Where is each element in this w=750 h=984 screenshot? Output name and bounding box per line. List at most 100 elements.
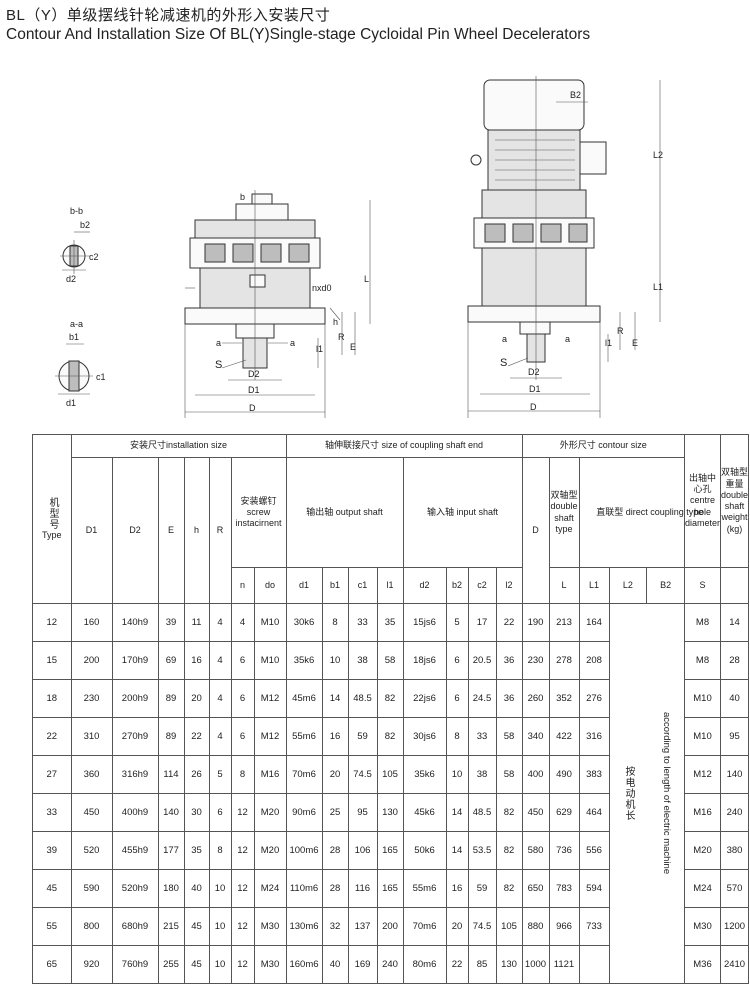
table-cell: 95	[347, 793, 378, 832]
table-cell: 594	[578, 869, 610, 908]
table-cell: 74.5	[467, 907, 497, 946]
table-cell: 12	[230, 869, 255, 908]
direct-coupling-front-view: B2 L2 L1 R E l1 a a S D2 D1 D	[467, 76, 663, 418]
table-cell: 82	[495, 793, 523, 832]
table-cell: M8	[683, 641, 722, 680]
table-cell: 180	[157, 869, 185, 908]
table-cell: 400h9	[111, 793, 159, 832]
header-d2: d2	[402, 567, 447, 604]
table-cell: 450	[70, 793, 113, 832]
table-cell: M24	[253, 869, 287, 908]
table-cell: 26	[183, 755, 210, 794]
table-cell: 59	[467, 869, 497, 908]
table-cell: 733	[578, 907, 610, 946]
table-cell: 1200	[720, 907, 750, 946]
table-cell: 116	[347, 869, 378, 908]
table-cell: 22	[183, 717, 210, 756]
table-cell: 177	[157, 831, 185, 870]
table-cell: 8	[208, 831, 232, 870]
dimension-table: 机型号 Type 安装尺寸installation size 轴伸联接尺寸 si…	[32, 434, 750, 984]
table-cell: 100m6	[285, 831, 323, 870]
table-cell: 4	[208, 641, 232, 680]
table-cell: 380	[720, 831, 750, 870]
table-cell: 74.5	[347, 755, 378, 794]
table-cell: 10	[208, 869, 232, 908]
table-cell: 383	[578, 755, 610, 794]
table-cell: M30	[683, 907, 722, 946]
table-cell: 18js6	[402, 641, 447, 680]
header-output-shaft: 输出轴 output shaft	[285, 457, 404, 568]
table-cell: 89	[157, 717, 185, 756]
table-cell: M12	[253, 717, 287, 756]
table-cell: 137	[347, 907, 378, 946]
table-cell: 28	[321, 869, 349, 908]
table-cell: 230	[70, 679, 113, 718]
table-cell: 590	[70, 869, 113, 908]
label-d1-section: d1	[66, 398, 76, 408]
table-cell: M10	[683, 717, 722, 756]
header-l2: l2	[495, 567, 523, 604]
table-cell: 8	[321, 603, 349, 642]
table-cell: 35k6	[402, 755, 447, 794]
table-cell: 32	[321, 907, 349, 946]
table-cell: 4	[208, 603, 232, 642]
table-cell: 20.5	[467, 641, 497, 680]
table-cell: 6	[230, 717, 255, 756]
table-cell: 160	[70, 603, 113, 642]
table-cell: 310	[70, 717, 113, 756]
table-cell: 30	[183, 793, 210, 832]
table-cell: 55m6	[402, 869, 447, 908]
table-cell: 16	[321, 717, 349, 756]
table-cell: 650	[521, 869, 550, 908]
table-cell: 36	[495, 679, 523, 718]
table-cell: 82	[376, 679, 404, 718]
table-cell: 4	[208, 679, 232, 718]
table-cell: 59	[347, 717, 378, 756]
table-cell: 70m6	[285, 755, 323, 794]
table-cell: 165	[376, 831, 404, 870]
table-cell: 760h9	[111, 945, 159, 984]
table-cell: 12	[230, 793, 255, 832]
table-cell: 22js6	[402, 679, 447, 718]
table-cell: 95	[720, 717, 750, 756]
note-cn: 按电动机长	[623, 766, 635, 821]
table-cell: 85	[467, 945, 497, 984]
table-cell: 360	[70, 755, 113, 794]
table-cell: 270h9	[111, 717, 159, 756]
label-c1: c1	[96, 372, 106, 382]
note-en: according to length of electric machine	[660, 712, 672, 875]
table-cell: 36	[495, 641, 523, 680]
table-cell: 6	[445, 641, 469, 680]
table-cell: 10	[445, 755, 469, 794]
table-cell: 580	[521, 831, 550, 870]
table-cell: 33	[467, 717, 497, 756]
table-cell: 130	[495, 945, 523, 984]
table-cell: 28	[321, 831, 349, 870]
table-cell: 1121	[548, 945, 580, 984]
table-cell: 6	[445, 679, 469, 718]
header-contour-group: 外形尺寸 contour size	[521, 434, 685, 458]
table-cell: 230	[521, 641, 550, 680]
table-cell: 24.5	[467, 679, 497, 718]
table-cell: 240	[720, 793, 750, 832]
table-cell: 140	[157, 793, 185, 832]
table-cell: 10	[208, 907, 232, 946]
table-cell: 629	[548, 793, 580, 832]
table-cell: 65	[32, 945, 72, 984]
label-a-right: a	[290, 338, 295, 348]
table-cell: 200	[70, 641, 113, 680]
header-screw: 安装螺钉 screw instacirnent	[230, 457, 287, 568]
table-cell: M30	[253, 945, 287, 984]
table-cell: 82	[376, 717, 404, 756]
label-L1: L1	[653, 282, 663, 292]
header-L2: L2	[608, 567, 648, 604]
table-cell: 783	[548, 869, 580, 908]
label-L2: L2	[653, 150, 663, 160]
table-cell: 22	[32, 717, 72, 756]
table-cell: 58	[495, 717, 523, 756]
label-d2-section: d2	[66, 274, 76, 284]
table-cell: 6	[230, 641, 255, 680]
table-cell: 105	[376, 755, 404, 794]
table-cell: 340	[521, 717, 550, 756]
